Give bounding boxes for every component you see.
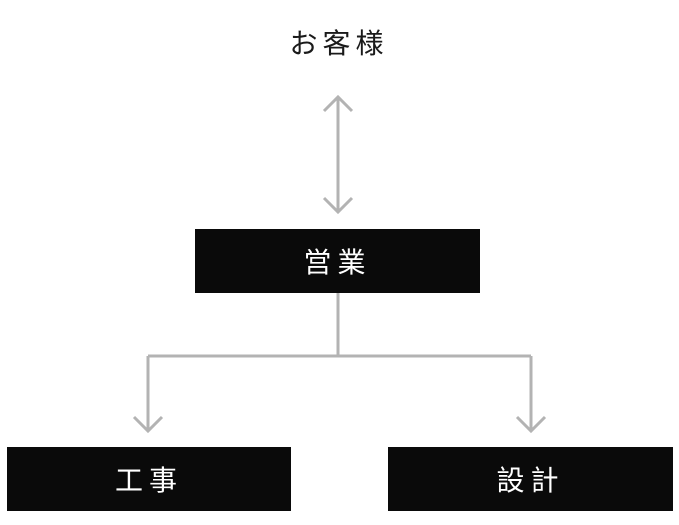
arrow-up-icon	[322, 94, 354, 113]
construction-box: 工事	[7, 447, 291, 511]
construction-label: 工事	[114, 464, 183, 497]
arrow-down-icon	[322, 196, 354, 215]
sales-box: 営業	[195, 229, 480, 293]
design-box: 設計	[388, 447, 673, 511]
sales-label: 営業	[303, 246, 372, 279]
arrow-down-left-icon	[132, 415, 164, 434]
arrow-down-right-icon	[515, 415, 547, 434]
customer-label: お客様	[289, 27, 389, 60]
design-label: 設計	[496, 464, 565, 497]
